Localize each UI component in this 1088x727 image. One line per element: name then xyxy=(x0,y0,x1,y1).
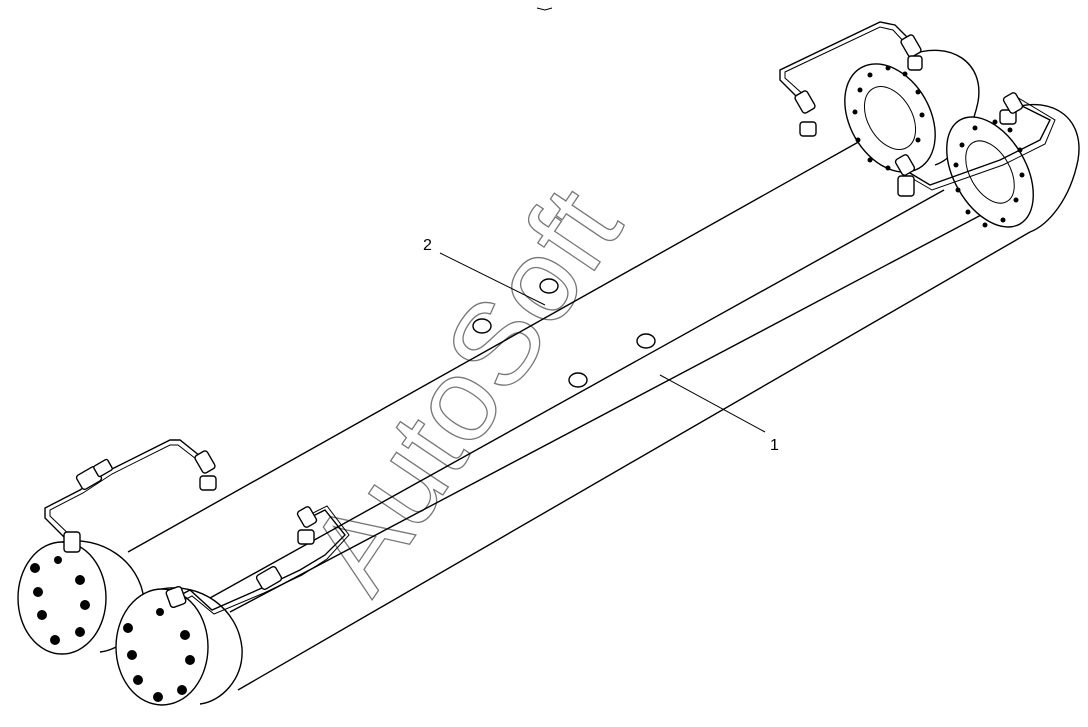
callout-1: 1 xyxy=(770,437,779,454)
end-cap-bolts-upper xyxy=(30,556,90,645)
cylinder-lower xyxy=(115,103,1080,706)
top-mark xyxy=(536,7,553,11)
flange-bolts-lower xyxy=(953,119,1025,228)
hydraulic-lines xyxy=(44,21,1056,615)
hydraulic-fittings xyxy=(63,34,1024,609)
callout-2: 2 xyxy=(423,237,432,254)
mounting-bosses xyxy=(472,278,656,388)
end-cap-bolts-lower xyxy=(123,608,195,702)
end-cap-upper xyxy=(17,541,107,655)
end-cap-lower xyxy=(115,588,209,706)
callout-leaders xyxy=(439,252,766,433)
